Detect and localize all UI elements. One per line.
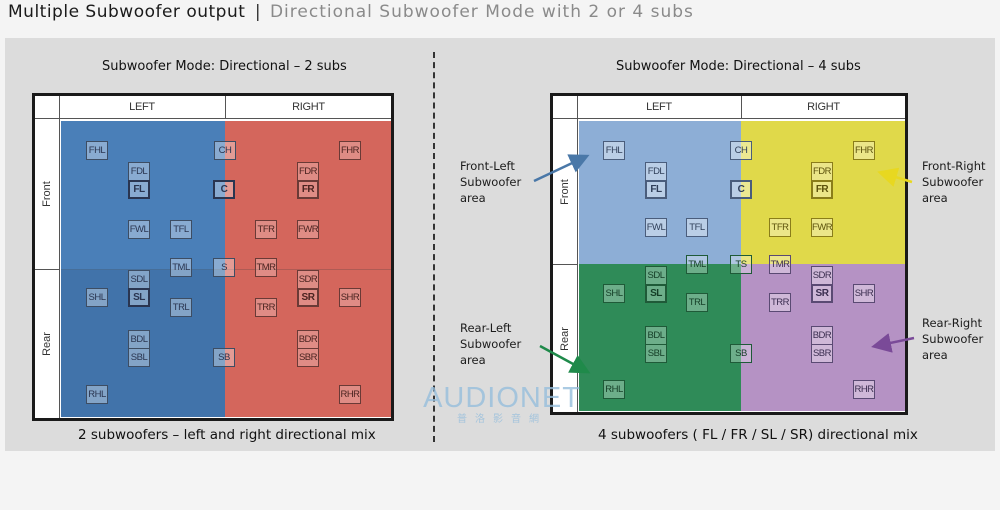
spk-sbl: SBL [128,348,150,367]
spk-s: S [213,258,235,277]
spk-shr-4: SHR [853,284,875,303]
spk-tml-4: TML [686,255,708,274]
left-col-head-right: RIGHT [292,101,325,113]
left-layout-frame: LEFT RIGHT Front Rear [32,93,394,421]
spk-fwr-4: FWR [811,218,833,237]
title-subtitle: Directional Subwoofer Mode with 2 or 4 s… [269,2,694,22]
annotation-front-left: Front-Left Subwoofer area [460,159,522,205]
left-mix-midline [61,269,391,270]
left-row-head-rule [59,96,60,418]
front-right-sub-zone [741,121,905,264]
spk-fl-4: FL [645,180,667,199]
spk-fhl-4: FHL [603,141,625,160]
left-row-rule [35,269,59,270]
spk-ch-4: CH [730,141,752,160]
spk-trl-4: TRL [686,293,708,312]
right-row-rule [553,264,577,265]
title-main: Multiple Subwoofer output [8,2,246,22]
spk-sb-4: SB [730,344,752,363]
right-row-head-rule [577,96,578,412]
spk-sbl-4: SBL [645,344,667,363]
left-panel-caption: 2 subwoofers – left and right directiona… [78,427,376,443]
spk-shr: SHR [339,288,361,307]
left-col-head-left: LEFT [129,101,155,113]
watermark-main: AUDIONET [423,382,581,414]
spk-rhl-4: RHL [603,380,625,399]
spk-shl-4: SHL [603,284,625,303]
spk-sbr-4: SBR [811,344,833,363]
spk-fr-4: FR [811,180,833,199]
spk-trr: TRR [255,298,277,317]
left-col-head-sep [225,96,226,118]
spk-fhr: FHR [339,141,361,160]
spk-tmr-4: TMR [769,255,791,274]
spk-bdr-4: BDR [811,326,833,345]
left-head-rule [35,118,391,119]
title-separator: | [254,2,261,22]
spk-tfr: TFR [255,220,277,239]
spk-ch: CH [214,141,236,160]
spk-tml: TML [170,258,192,277]
left-panel-heading: Subwoofer Mode: Directional – 2 subs [102,59,347,74]
spk-rhr-4: RHR [853,380,875,399]
front-left-sub-zone [579,121,741,264]
right-panel-caption: 4 subwoofers ( FL / FR / SL / SR) direct… [598,427,918,443]
annotation-rear-right: Rear-Right Subwoofer area [922,316,984,362]
spk-tfl-4: TFL [686,218,708,237]
arrow-front-right [877,167,913,187]
right-col-head-right: RIGHT [807,101,840,113]
spk-tfl: TFL [170,220,192,239]
spk-ts-4: TS [730,255,752,274]
arrow-rear-left [539,344,591,374]
spk-fwl-4: FWL [645,218,667,237]
spk-fhl: FHL [86,141,108,160]
spk-c-4: C [730,180,752,199]
annotation-rear-left: Rear-Left Subwoofer area [460,321,522,367]
spk-sl-4: SL [645,284,667,303]
spk-trl: TRL [170,298,192,317]
arrow-front-left [533,154,590,183]
spk-rhr: RHR [339,385,361,404]
right-panel-heading: Subwoofer Mode: Directional – 4 subs [616,59,861,74]
spk-sr-4: SR [811,284,833,303]
arrow-rear-right [871,333,915,353]
rear-left-sub-zone [579,264,741,411]
spk-fhr-4: FHR [853,141,875,160]
spk-fwl: FWL [128,220,150,239]
right-layout-frame: LEFT RIGHT Front Rear [550,93,908,415]
spk-tmr: TMR [255,258,277,277]
spk-fr: FR [297,180,319,199]
right-sub-zone [225,121,391,417]
slide-title: Multiple Subwoofer output | Directional … [8,2,694,26]
spk-sr: SR [297,288,319,307]
spk-sl: SL [128,288,150,307]
watermark-sub: 普洛影音網 [457,414,547,425]
spk-rhl: RHL [86,385,108,404]
left-sub-zone [61,121,225,417]
spk-fl: FL [128,180,150,199]
audionet-watermark: AUDIONET 普洛影音網 [402,382,602,426]
spk-fwr: FWR [297,220,319,239]
right-col-head-left: LEFT [646,101,672,113]
spk-tfr-4: TFR [769,218,791,237]
spk-shl: SHL [86,288,108,307]
spk-trr-4: TRR [769,293,791,312]
left-zone-rear-shade [61,270,225,417]
spk-c: C [213,180,235,199]
right-col-head-sep [741,96,742,118]
panel-divider [433,52,435,442]
annotation-front-right: Front-Right Subwoofer area [922,159,986,205]
spk-sb: SB [213,348,235,367]
right-head-rule [553,118,905,119]
spk-sbr: SBR [297,348,319,367]
